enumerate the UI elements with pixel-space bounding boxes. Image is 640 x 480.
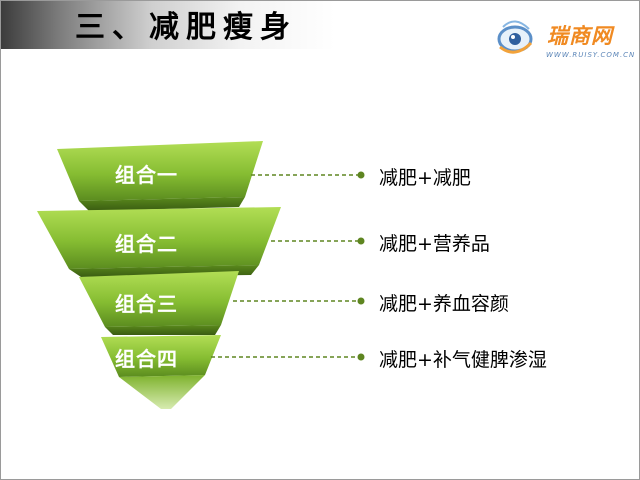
connector-1	[251, 171, 365, 179]
connector-2	[271, 237, 365, 245]
combo-text-1: 减肥+减肥	[379, 167, 471, 189]
logo-url: WWW.RUISY.COM.CN	[546, 51, 636, 59]
slide-title: 三、减肥瘦身	[75, 10, 297, 45]
connector-3	[233, 297, 365, 305]
funnel-tier-4	[101, 335, 221, 409]
funnel-tier-1	[57, 141, 263, 211]
combo-text-3: 减肥+养血容颜	[379, 293, 509, 315]
funnel-tier-3	[79, 271, 239, 335]
title-bar	[1, 1, 335, 49]
combo-label-1: 组合一	[115, 163, 178, 187]
combo-label-2: 组合二	[115, 232, 178, 256]
combo-text-2: 减肥+营养品	[379, 233, 490, 255]
connector-4	[211, 353, 365, 361]
combo-text-4: 减肥+补气健脾渗湿	[379, 349, 547, 371]
eye-swirl-icon	[497, 20, 619, 59]
combo-label-3: 组合三	[115, 292, 178, 316]
combo-label-4: 组合四	[115, 347, 178, 371]
logo-name: 瑞商网	[547, 24, 613, 48]
